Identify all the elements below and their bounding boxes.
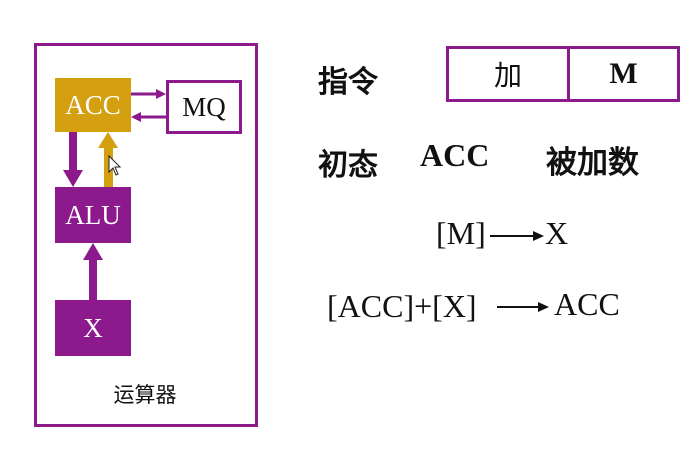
alu-label: ALU xyxy=(65,199,121,230)
acc-label: ACC xyxy=(65,89,121,120)
initial-state-register: ACC xyxy=(420,137,490,173)
arrow-x-to-alu xyxy=(83,243,103,300)
alu-unit-caption: 运算器 xyxy=(113,383,177,407)
alu-block: ALU xyxy=(55,187,131,243)
step2-arrow xyxy=(497,302,549,312)
initial-state-content: 被加数 xyxy=(546,145,639,181)
alu-unit-frame xyxy=(34,43,258,427)
arrow-alu-to-acc xyxy=(98,132,118,187)
instruction-opcode: 加 xyxy=(449,49,570,99)
arrow-acc-to-alu xyxy=(63,132,83,187)
cursor-icon xyxy=(108,154,122,176)
mq-register: MQ xyxy=(166,80,242,134)
instruction-address: M xyxy=(609,57,638,90)
x-label: X xyxy=(83,312,103,343)
arrow-mq-to-acc xyxy=(131,112,166,122)
step1-source: [M] xyxy=(436,215,486,251)
step2-target: ACC xyxy=(554,286,620,322)
arrow-acc-to-mq xyxy=(131,89,166,99)
step1-target: X xyxy=(545,215,569,251)
x-register: X xyxy=(55,300,131,356)
initial-state-label: 初态 xyxy=(318,148,378,183)
instruction-format: 加 M xyxy=(446,46,680,102)
instruction-label: 指令 xyxy=(318,65,378,100)
acc-register: ACC xyxy=(55,78,131,132)
step2-source: [ACC]+[X] xyxy=(327,288,477,324)
step1-arrow xyxy=(490,231,544,241)
mq-label: MQ xyxy=(182,91,226,122)
